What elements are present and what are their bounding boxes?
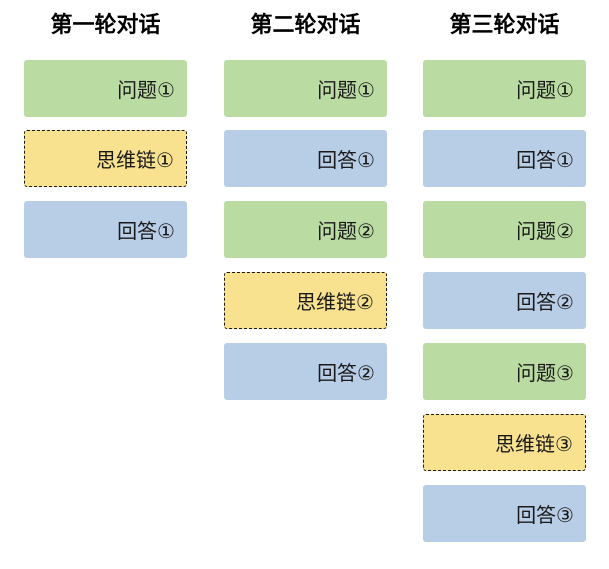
round-3-answer-1: 回答①: [423, 130, 586, 187]
round-3-answer-2: 回答②: [423, 272, 586, 329]
round-2-question-1: 问题①: [224, 60, 387, 117]
round-3-answer-3: 回答③: [423, 485, 586, 542]
round-2-answer-1: 回答①: [224, 130, 387, 187]
round-2-chain-of-thought-2: 思维链②: [224, 272, 387, 329]
round-1-answer-1: 回答①: [24, 201, 187, 258]
round-2-title: 第二轮对话: [250, 13, 361, 38]
round-3-title: 第三轮对话: [449, 13, 560, 38]
round-1-question-1: 问题①: [24, 60, 187, 117]
round-1-title: 第一轮对话: [50, 13, 161, 38]
round-2-question-2: 问题②: [224, 201, 387, 258]
round-3-question-2: 问题②: [423, 201, 586, 258]
round-1-chain-of-thought-1: 思维链①: [24, 130, 187, 187]
round-3-question-1: 问题①: [423, 60, 586, 117]
round-2-answer-2: 回答②: [224, 343, 387, 400]
round-3-chain-of-thought-3: 思维链③: [423, 414, 586, 471]
round-3-question-3: 问题③: [423, 343, 586, 400]
